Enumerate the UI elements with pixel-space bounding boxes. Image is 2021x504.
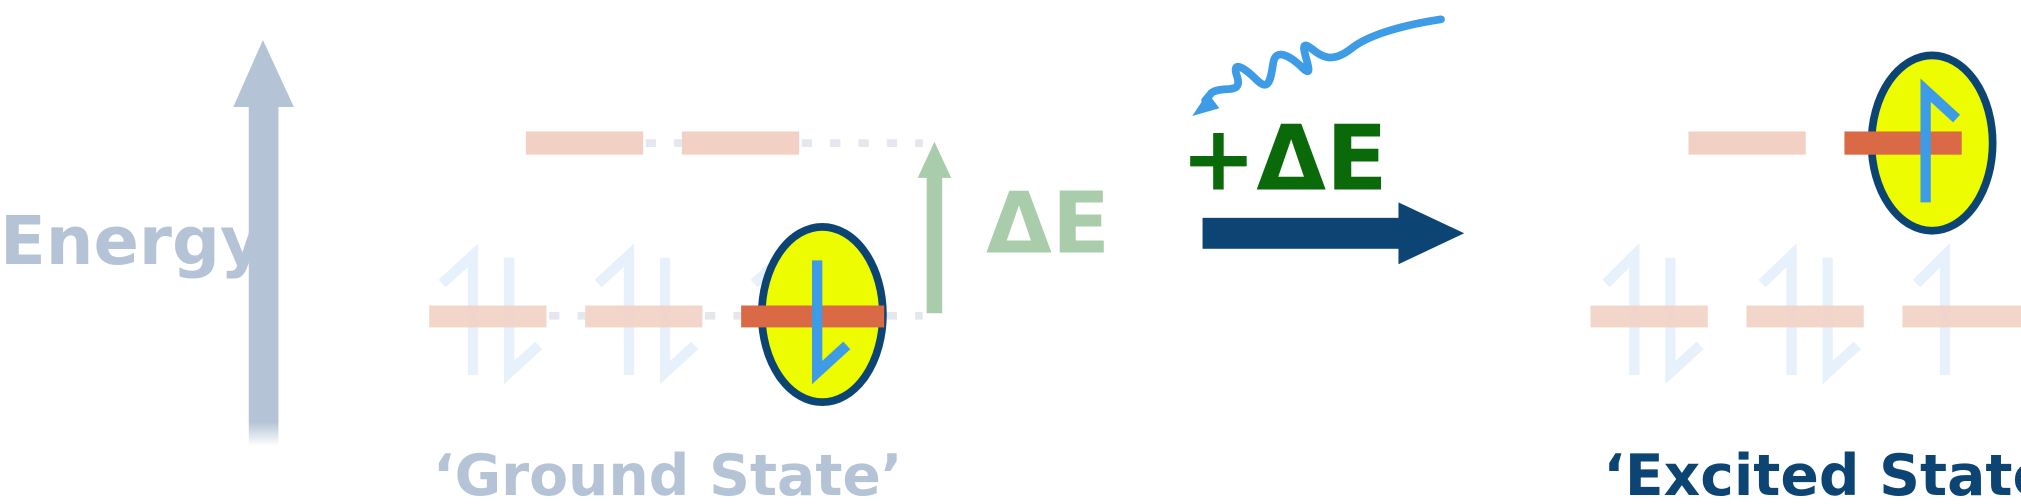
half-arrow-down-icon [1822,257,1861,385]
half-arrow-up-icon [438,243,479,376]
half-arrow-down-icon [659,257,699,385]
ground-state-levels [429,131,800,328]
upper-level [525,131,644,155]
energy-gap-arrow [917,141,952,314]
energy-axis-arrow [233,39,294,446]
absorbed-energy-label: +ΔE [1181,106,1388,211]
transition-arrow [1202,202,1465,265]
excited-highlighted-electron [1844,51,1997,235]
lower-level [585,305,703,328]
ground-state-label: ‘Ground State’ [433,443,902,504]
excited-faint-electrons [1602,242,1951,385]
excited-state-label: ‘Excited State’ [1603,443,2021,504]
energy-axis-label: Energy [0,202,264,280]
excited-state-levels [1590,131,2021,328]
wavy-photon-arrow-icon [1192,15,1445,117]
active-level [1844,131,1962,155]
lower-level [1902,305,2021,328]
energy-gap-label: ΔE [986,175,1110,274]
lower-level [1746,305,1864,328]
half-arrow-down-icon [1665,257,1704,385]
half-arrow-up-icon [1912,242,1951,376]
ground-highlighted-electron [741,222,887,407]
lower-level [1590,305,1708,328]
half-arrow-up-icon [594,243,635,376]
half-arrow-up-icon [1602,242,1640,376]
lower-level [429,305,547,328]
dotted-connectors [549,139,923,320]
ground-faint-electrons [438,243,789,385]
upper-level [681,131,800,155]
half-arrow-down-icon [503,257,543,385]
upper-level [1688,131,1806,155]
half-arrow-up-icon [1758,243,1797,376]
half-arrow-down-icon [812,260,851,385]
half-arrow-up-icon [1920,78,1961,203]
